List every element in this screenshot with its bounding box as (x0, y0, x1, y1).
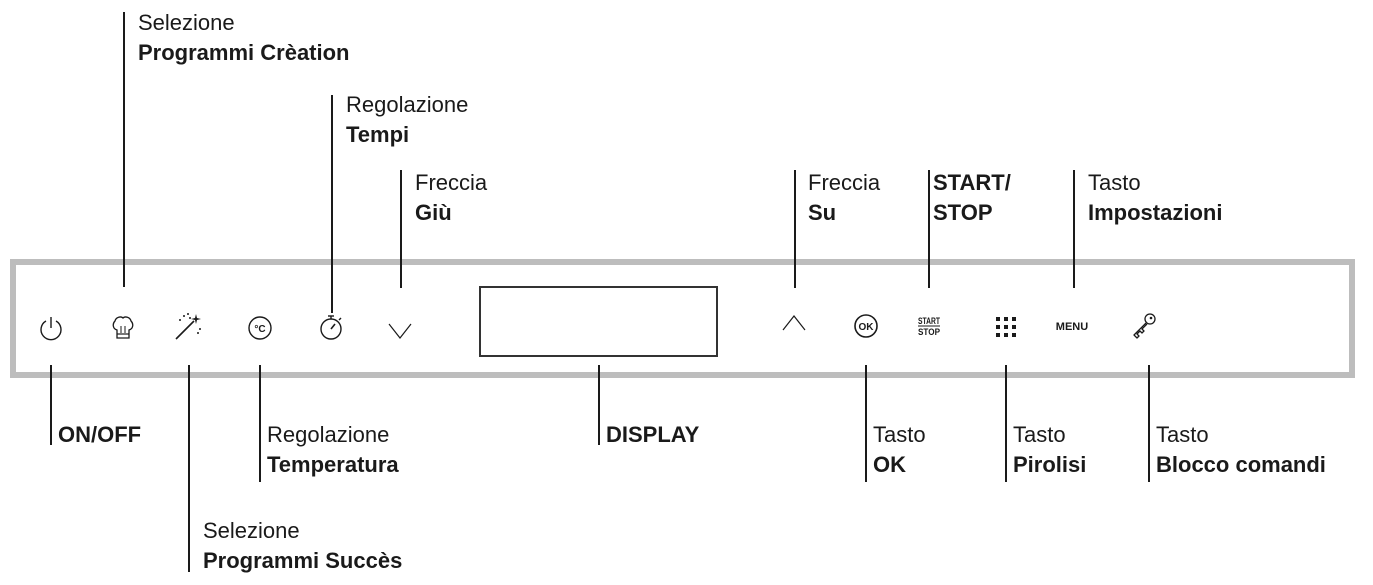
menu-button[interactable]: MENU (1049, 311, 1095, 343)
ok-icon: OK (854, 314, 878, 338)
callout-giu-line2: Giù (415, 200, 452, 225)
menu-label: MENU (1055, 321, 1089, 333)
callout-onoff: ON/OFF (58, 420, 141, 450)
callout-blocco-line2: Blocco comandi (1156, 452, 1326, 477)
control-panel (10, 259, 1355, 378)
ok-button[interactable]: OK (850, 310, 882, 342)
key-icon (1133, 313, 1156, 339)
callout-pirolisi-line2: Pirolisi (1013, 452, 1087, 477)
callout-giu-line1: Freccia (415, 170, 488, 195)
pirolisi-button[interactable] (990, 311, 1022, 343)
callout-impostazioni-line1: Tasto (1088, 170, 1141, 195)
leader-creation (123, 12, 125, 287)
temperature-label: °C (254, 324, 265, 335)
callout-tempi: Regolazione Tempi (346, 90, 468, 150)
blocco-comandi-button[interactable] (1128, 309, 1160, 341)
callout-impostazioni: Tasto Impostazioni (1088, 168, 1222, 228)
callout-startstop-line2: STOP (933, 200, 993, 225)
leader-ok (865, 365, 867, 482)
ok-label: OK (859, 322, 875, 333)
callout-succes: Selezione Programmi Succès (203, 516, 402, 576)
leader-succes (188, 365, 190, 572)
callout-pirolisi: Tasto Pirolisi (1013, 420, 1086, 480)
callout-su: Freccia Su (808, 168, 880, 228)
callout-startstop: START/ STOP (933, 168, 1011, 228)
grid-icon (996, 317, 1016, 337)
callout-blocco-line1: Tasto (1156, 422, 1209, 447)
arrow-up-button[interactable] (778, 306, 810, 338)
callout-ok-line1: Tasto (873, 422, 926, 447)
arrow-up-icon (782, 315, 806, 331)
callout-creation-line1: Selezione (138, 10, 235, 35)
leader-pirolisi (1005, 365, 1007, 482)
callout-tempi-line1: Regolazione (346, 92, 469, 117)
callout-temperatura-line2: Temperatura (267, 452, 399, 477)
leader-temperatura (259, 365, 261, 482)
leader-giu (400, 170, 402, 288)
callout-creation: Selezione Programmi Crèation (138, 8, 350, 68)
callout-su-line2: Su (808, 200, 837, 225)
callout-startstop-line1: START/ (933, 170, 1011, 195)
tempi-button[interactable] (315, 311, 347, 343)
leader-blocco (1148, 365, 1150, 482)
callout-impostazioni-line2: Impostazioni (1088, 200, 1223, 225)
callout-temperatura: Regolazione Temperatura (267, 420, 399, 480)
callout-su-line1: Freccia (808, 170, 881, 195)
stop-label: STOP (918, 327, 940, 337)
leader-impostazioni (1073, 170, 1075, 288)
programmi-creation-button[interactable] (107, 311, 139, 343)
callout-pirolisi-line1: Tasto (1013, 422, 1066, 447)
callout-display: DISPLAY (606, 420, 699, 450)
callout-creation-line2: Programmi Crèation (138, 40, 350, 65)
callout-giu: Freccia Giù (415, 168, 487, 228)
callout-onoff-label: ON/OFF (58, 422, 142, 447)
leader-su (794, 170, 796, 288)
power-icon (40, 317, 62, 341)
callout-succes-line1: Selezione (203, 518, 300, 543)
temperature-icon: °C (248, 316, 272, 340)
arrow-down-icon (388, 323, 412, 339)
start-stop-button[interactable]: START STOP (914, 310, 944, 342)
leader-display (598, 365, 600, 445)
start-label: START (918, 316, 940, 326)
timer-icon (320, 315, 342, 340)
callout-blocco: Tasto Blocco comandi (1156, 420, 1326, 480)
power-button[interactable] (35, 313, 67, 345)
chef-hat-icon (112, 316, 134, 339)
programmi-succes-button[interactable] (172, 311, 204, 343)
callout-ok-line2: OK (873, 452, 906, 477)
display-screen (479, 286, 718, 357)
start-stop-icon: START STOP (918, 316, 940, 337)
callout-temperatura-line1: Regolazione (267, 422, 390, 447)
leader-onoff (50, 365, 52, 445)
leader-tempi (331, 95, 333, 313)
temperatura-button[interactable]: °C (244, 312, 276, 344)
callout-tempi-line2: Tempi (346, 122, 410, 147)
callout-display-label: DISPLAY (606, 422, 700, 447)
callout-ok: Tasto OK (873, 420, 926, 480)
magic-wand-icon (175, 313, 201, 340)
callout-succes-line2: Programmi Succès (203, 548, 403, 573)
leader-startstop (928, 170, 930, 288)
arrow-down-button[interactable] (384, 314, 416, 346)
